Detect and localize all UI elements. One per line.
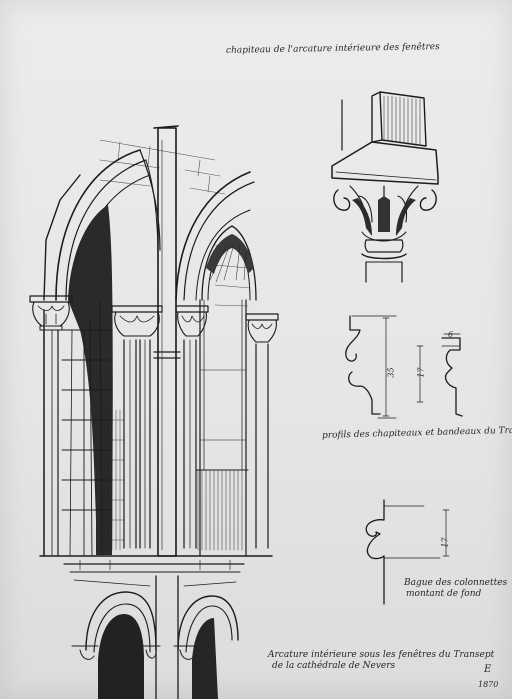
right-window-panel <box>195 299 249 557</box>
left-column-shaft <box>43 329 59 556</box>
string-course <box>39 555 273 573</box>
sheet-caption-line1: Arcature intérieure sous les fenêtres du… <box>268 650 495 660</box>
profile-middle <box>416 345 424 403</box>
profile-left <box>345 315 397 419</box>
right-window-voussoirs <box>206 234 254 274</box>
dimension-label-profile-1: 35 <box>386 367 396 378</box>
profile-right <box>441 333 463 417</box>
abacus-block <box>331 91 439 185</box>
capital-detail <box>331 91 439 283</box>
arcade-elevation <box>29 125 279 699</box>
profile-drawings <box>345 315 463 419</box>
dimension-label-profile-width: 6 <box>448 330 454 339</box>
left-wall-edge <box>43 174 81 556</box>
ring-profile <box>365 499 450 605</box>
dimension-label-ring: 17 <box>440 537 450 548</box>
ring-annotation: Bague des colonnettes montant de fond <box>404 578 507 600</box>
right-capital <box>245 313 279 343</box>
center-column-shafts <box>123 339 197 549</box>
artist-monogram: E <box>484 664 492 675</box>
center-capitals <box>111 305 209 337</box>
column-necking <box>361 253 407 283</box>
pier-ring <box>153 351 181 359</box>
central-pier <box>153 125 179 557</box>
ring-annotation-line1: Bague des colonnettes <box>404 578 508 588</box>
sheet-caption-line2: de la cathédrale de Nevers <box>272 661 396 671</box>
sheet-caption: Arcature intérieure sous les fenêtres du… <box>268 650 494 672</box>
dimension-label-profile-2: 17 <box>416 367 426 378</box>
left-capital <box>29 295 73 331</box>
right-column-shaft <box>255 343 269 549</box>
right-pointed-arch <box>175 171 257 301</box>
lower-hatching <box>197 469 247 551</box>
ring-annotation-line2: montant de fond <box>406 589 482 599</box>
drawing-year: 1870 <box>478 680 499 689</box>
corinthian-leaves <box>333 185 437 253</box>
lower-arcade <box>71 575 239 699</box>
